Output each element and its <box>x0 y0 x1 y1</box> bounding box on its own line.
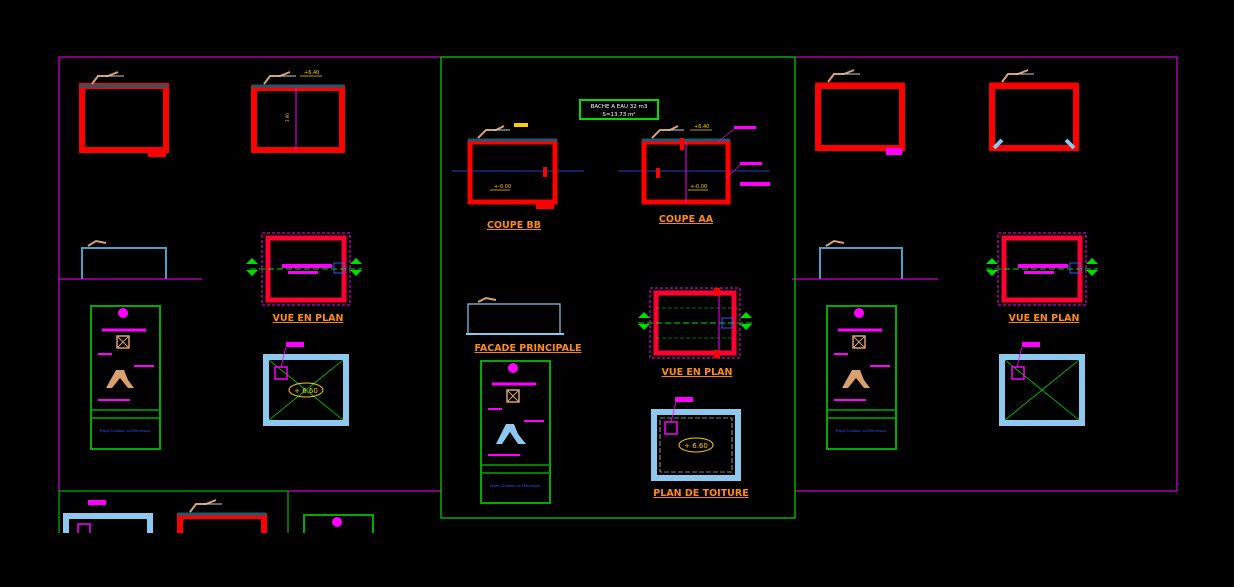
bottom-mask <box>0 533 1234 587</box>
roof-level-center: + 6.60 <box>684 442 708 450</box>
left-facade-small <box>59 239 202 280</box>
left-legend-block: Projet Chateau en Metallique <box>90 305 161 450</box>
legend-text-right: Projet Chateau en Metallique <box>836 429 887 433</box>
legend-text-left: Projet Chateau en Metallique <box>100 429 151 433</box>
label-plan-de-toiture: PLAN DE TOITURE <box>653 488 748 499</box>
label-vue-en-plan-left: VUE EN PLAN <box>273 313 344 324</box>
right-facade-small <box>792 239 938 280</box>
right-legend-block: Projet Chateau en Metallique <box>826 305 897 450</box>
label-coupe-aa: COUPE AA <box>659 214 714 225</box>
height-dim-left: 3.90 <box>285 113 290 122</box>
center-roof-plan: + 6.60 <box>651 397 741 481</box>
facade-drawing <box>466 296 564 335</box>
right-section-1 <box>815 69 905 155</box>
level-zero-bb: +-0.00 <box>494 184 511 190</box>
label-facade-principale: FACADE PRINCIPALE <box>474 343 581 354</box>
level-zero-aa: +-0.00 <box>690 184 707 190</box>
center-vue-en-plan-drawing <box>638 287 752 359</box>
label-vue-en-plan-center: VUE EN PLAN <box>662 367 733 378</box>
title-line-1: BACHE A EAU 32 m3 <box>591 104 648 110</box>
left-section-2: +6.40 3.90 <box>251 70 345 153</box>
left-vue-en-plan-drawing <box>246 232 362 306</box>
center-sheet-frame <box>440 56 796 519</box>
coupe-bb-drawing: +-0.00 <box>452 123 584 209</box>
right-vue-en-plan-drawing <box>986 232 1098 306</box>
legend-text-center: Projet Chateau en Metallique <box>490 484 541 488</box>
right-section-2 <box>989 69 1079 151</box>
coupe-aa-drawing: +6.40 +-0.00 <box>618 124 770 205</box>
right-roof-plan <box>999 342 1085 426</box>
label-coupe-bb: COUPE BB <box>487 220 541 231</box>
center-legend-block: Projet Chateau en Metallique <box>480 360 551 504</box>
title-box: BACHE A EAU 32 m3 S=13.73 m² <box>579 99 659 120</box>
left-section-1 <box>79 71 169 157</box>
level-top-left: +6.40 <box>304 70 319 76</box>
title-line-2: S=13.73 m² <box>602 111 635 118</box>
level-top-aa: +6.40 <box>694 124 709 130</box>
left-roof-plan: + 6.60 <box>263 342 349 426</box>
bottom-sheet-frame <box>58 490 289 533</box>
roof-level-left: + 6.60 <box>294 387 318 395</box>
label-vue-en-plan-right: VUE EN PLAN <box>1009 313 1080 324</box>
